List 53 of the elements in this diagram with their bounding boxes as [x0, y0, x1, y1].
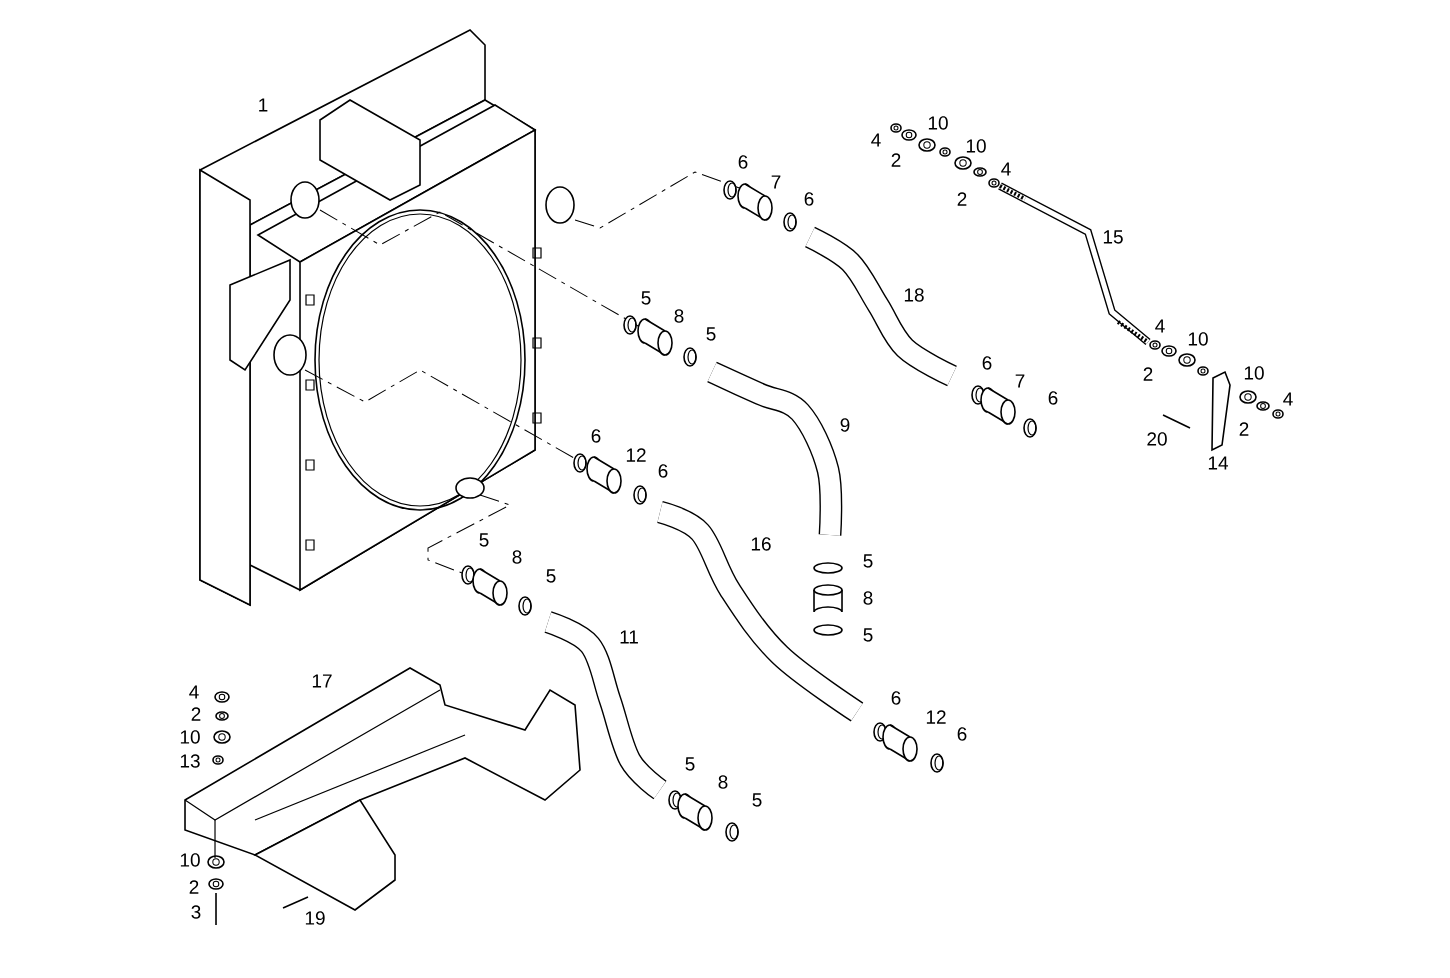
callout-number: 5: [685, 757, 695, 771]
callout-number: 15: [1103, 230, 1123, 244]
callout-number: 11: [620, 630, 638, 644]
callout-number: 6: [1048, 391, 1058, 405]
callout-number: 18: [904, 288, 924, 302]
callout-number: 5: [641, 291, 651, 305]
callout-number: 2: [191, 707, 201, 721]
callout-number: 6: [591, 429, 601, 443]
callout-number: 4: [1155, 319, 1165, 333]
callout-number: 10: [928, 116, 948, 130]
callout-number: 10: [180, 853, 200, 867]
callout-number: 10: [180, 730, 200, 744]
callout-number: 6: [804, 192, 814, 206]
callout-number: 2: [1143, 367, 1153, 381]
callout-number: 17: [312, 674, 332, 688]
callout-number: 6: [891, 691, 901, 705]
callout-number: 2: [1239, 422, 1249, 436]
callout-number: 3: [191, 905, 201, 919]
callout-number: 10: [966, 139, 986, 153]
callout-number: 4: [1001, 162, 1011, 176]
callout-number: 2: [957, 192, 967, 206]
callout-number: 5: [706, 327, 716, 341]
callout-number: 8: [718, 775, 728, 789]
callout-number: 9: [840, 418, 850, 432]
callout-number: 12: [626, 448, 646, 462]
callout-number: 5: [863, 628, 873, 642]
callout-number: 10: [1188, 332, 1208, 346]
callout-number: 5: [479, 533, 489, 547]
callout-number: 8: [674, 309, 684, 323]
callout-number: 6: [738, 155, 748, 169]
callout-number: 14: [1208, 456, 1228, 470]
callout-number: 16: [751, 537, 771, 551]
callout-number: 6: [658, 464, 668, 478]
callout-number: 7: [1015, 374, 1025, 388]
callout-number: 12: [926, 710, 946, 724]
callout-number: 2: [189, 880, 199, 894]
callout-number: 7: [771, 175, 781, 189]
callout-number: 10: [1244, 366, 1264, 380]
callout-number: 4: [1283, 392, 1293, 406]
callout-number: 1: [259, 98, 268, 112]
callout-number: 4: [871, 133, 881, 147]
callout-number: 20: [1147, 432, 1167, 446]
callout-number: 5: [863, 554, 873, 568]
callout-number: 5: [546, 569, 556, 583]
callout-number: 19: [305, 911, 325, 925]
callout-number: 13: [180, 754, 200, 768]
callout-number: 5: [752, 793, 762, 807]
callout-number: 4: [189, 685, 199, 699]
callout-number: 8: [863, 591, 873, 605]
callout-number: 6: [957, 727, 967, 741]
callout-number: 6: [982, 356, 992, 370]
callout-number: 8: [512, 550, 522, 564]
callout-number: 2: [891, 153, 901, 167]
